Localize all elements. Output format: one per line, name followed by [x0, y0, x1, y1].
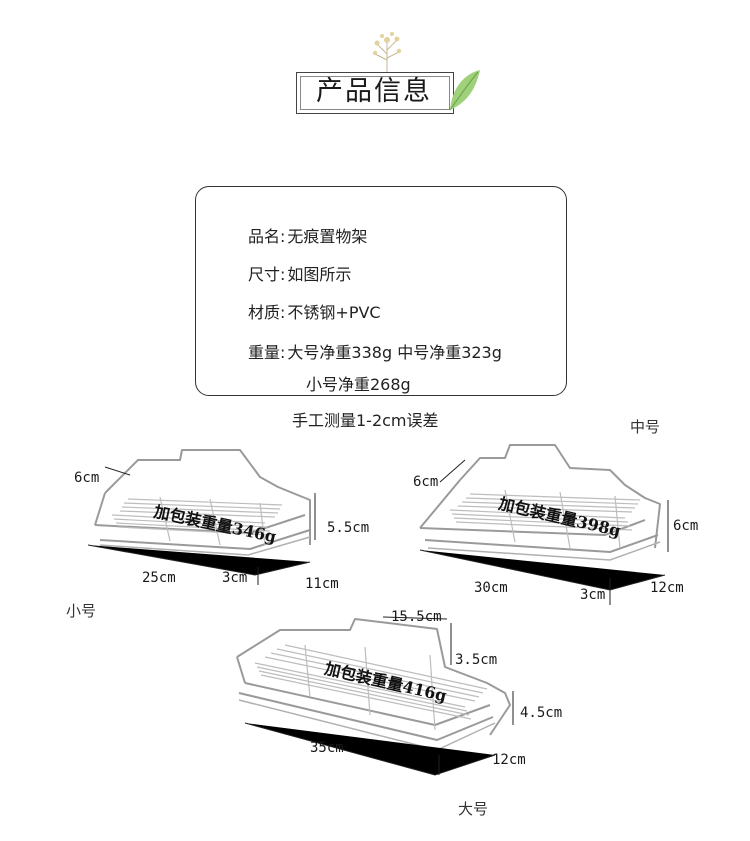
title-frame: 产品信息	[296, 72, 456, 116]
small-depth: 11cm	[305, 576, 339, 592]
small-size-label: 小号	[66, 602, 97, 620]
small-height-left: 6cm	[74, 470, 100, 486]
large-height-right: 4.5cm	[520, 705, 563, 721]
leaf-decoration-icon	[449, 70, 480, 111]
info-row-name: 品名:无痕置物架	[248, 227, 368, 246]
medium-height-right: 6cm	[673, 518, 699, 534]
medium-size-label: 中号	[630, 418, 661, 436]
medium-height-left: 6cm	[413, 474, 439, 490]
large-top-width: 15.5cm	[391, 609, 442, 625]
small-rack-illustration	[87, 449, 316, 585]
info-row-material: 材质:不锈钢+PVC	[248, 303, 381, 322]
large-length: 35cm	[310, 740, 344, 756]
large-depth: 12cm	[492, 752, 526, 768]
page-title: 产品信息	[316, 76, 432, 107]
measurement-note: 手工测量1-2cm误差	[292, 411, 439, 430]
small-length: 25cm	[142, 570, 176, 586]
medium-length: 30cm	[474, 580, 508, 596]
info-row-weight: 重量:大号净重338g 中号净重323g	[248, 343, 502, 362]
large-rack-illustration	[236, 616, 514, 776]
medium-rack-illustration	[419, 444, 669, 605]
medium-depth: 12cm	[650, 580, 684, 596]
info-row-weight-small: 小号净重268g	[306, 375, 411, 394]
flower-decoration-icon	[372, 32, 402, 76]
medium-gap: 3cm	[580, 587, 606, 603]
small-gap: 3cm	[222, 570, 248, 586]
info-row-size: 尺寸:如图所示	[248, 265, 352, 284]
large-top-height: 3.5cm	[455, 652, 498, 668]
product-info-box: 品名:无痕置物架 尺寸:如图所示 材质:不锈钢+PVC 重量:大号净重338g …	[195, 186, 567, 396]
large-size-label: 大号	[458, 800, 489, 818]
small-height-right: 5.5cm	[327, 520, 370, 536]
